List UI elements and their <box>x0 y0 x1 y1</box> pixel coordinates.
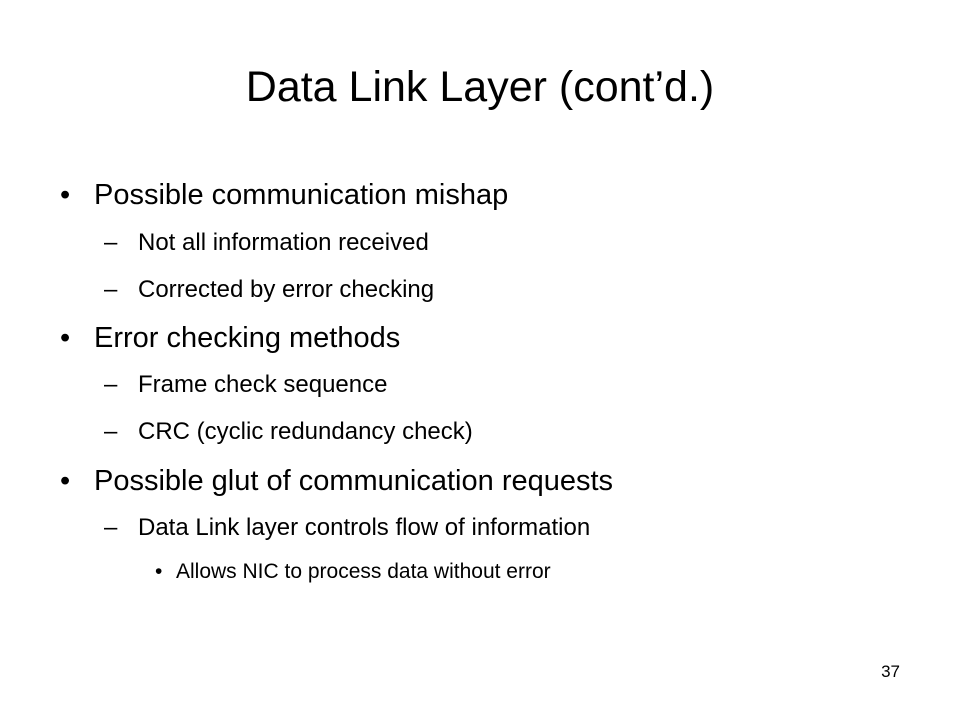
bullet-text: Frame check sequence <box>138 371 388 398</box>
bullet-text: Allows NIC to process data without error <box>176 560 551 583</box>
dash-marker: – <box>104 371 118 398</box>
bullet-marker: • <box>60 465 71 497</box>
dash-marker: – <box>104 276 118 303</box>
bullet-marker: • <box>60 322 71 354</box>
bullet-marker: • <box>155 560 163 583</box>
bullet-text: Not all information received <box>138 229 429 256</box>
slide-title: Data Link Layer (cont’d.) <box>245 63 715 111</box>
bullet-text: Corrected by error checking <box>138 276 435 303</box>
bullet-marker: • <box>60 179 71 211</box>
dash-marker: – <box>104 514 118 541</box>
dash-marker: – <box>104 229 118 256</box>
bullet-text: CRC (cyclic redundancy check) <box>138 418 473 445</box>
bullet-text: Possible communication mishap <box>94 179 509 211</box>
slide-page-number: 37 <box>881 662 900 681</box>
bullet-text: Possible glut of communication requests <box>94 465 614 497</box>
bullet-text: Data Link layer controls flow of informa… <box>138 514 591 541</box>
bullet-text: Error checking methods <box>94 322 401 354</box>
dash-marker: – <box>104 418 118 445</box>
